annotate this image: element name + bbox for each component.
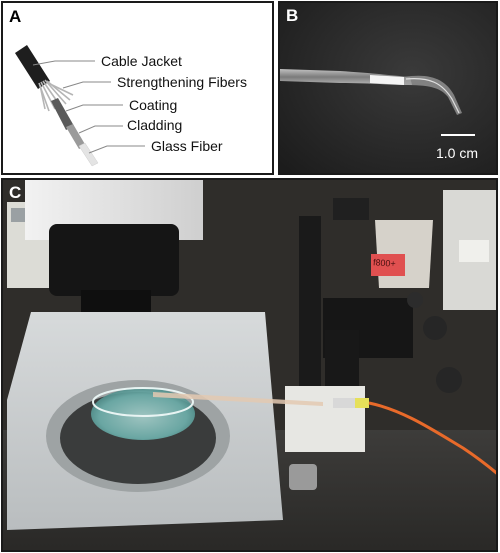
panel-a-letter: A (9, 7, 22, 26)
leader-line-cladding (78, 125, 123, 134)
label-cladding: Cladding (127, 117, 183, 133)
adjustment-knob-1 (423, 316, 447, 340)
panel-c-microscope-setup: C f800+ (1, 178, 498, 552)
leader-line-jacket (32, 60, 95, 66)
panel-b-letter: B (286, 6, 299, 25)
leader-line-glass (88, 145, 145, 154)
beaker-tag-text: f800+ (372, 257, 397, 269)
label-glass-fiber: Glass Fiber (151, 138, 223, 154)
cable-jacket-shape (15, 45, 50, 89)
leader-line-coating (65, 104, 123, 112)
adjustment-knob-2 (436, 367, 462, 393)
micromanipulator-post (299, 216, 321, 416)
cladding-shape (66, 124, 86, 149)
support-block (285, 386, 365, 452)
leader-line-fibers (62, 81, 111, 89)
label-cable-jacket: Cable Jacket (101, 53, 182, 69)
panel-c-letter: C (9, 183, 22, 202)
petri-dish (91, 388, 195, 440)
label-strengthening-fibers: Strengthening Fibers (117, 74, 247, 90)
panel-b-probe-photo: B 1.0 cm (278, 1, 498, 175)
coating-shape (51, 98, 74, 130)
microscope-setup-photo (3, 180, 496, 550)
capillary-probe (153, 392, 323, 406)
fiber-sleeve (370, 75, 404, 85)
glass-fiber-shape (78, 142, 99, 167)
probe-photo-background (280, 3, 496, 173)
probe-photo (280, 3, 496, 173)
panel-a-fiber-diagram: A Cable Jacket Strengthening Fibe (1, 1, 274, 175)
bent-probe-tip (404, 75, 462, 115)
scale-bar-label: 1.0 cm (436, 145, 479, 161)
fiber-cable-illustration (15, 45, 145, 167)
bench-cylinder (289, 464, 317, 490)
orange-optical-cable (368, 401, 496, 475)
scale-bar (441, 134, 475, 136)
label-coating: Coating (129, 97, 178, 113)
